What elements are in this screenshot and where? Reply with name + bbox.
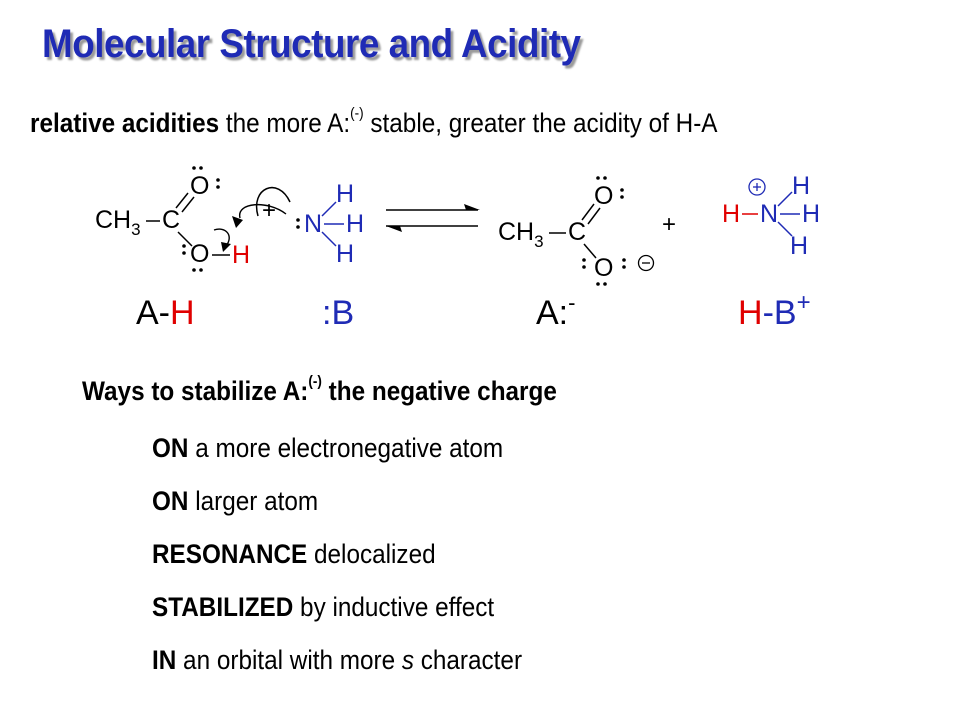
reaction-diagram: CH3 C O O H + N H H H xyxy=(95,166,820,332)
acetate-ion: CH3 C O O xyxy=(498,176,655,286)
label-base: :B xyxy=(322,294,354,332)
acetate-lone-pairs xyxy=(582,176,626,286)
positive-charge-icon xyxy=(748,178,766,196)
acetate-ch3: CH3 xyxy=(498,218,544,251)
ammonium-h-red: H xyxy=(722,200,740,228)
intro-text: the more A: xyxy=(219,108,351,138)
acid-ch3: CH3 xyxy=(95,206,141,239)
ways-charge: (-) xyxy=(308,373,322,390)
acid-carbon: C xyxy=(162,206,180,234)
ammonium-ion: H N H H H xyxy=(722,172,820,260)
list-item: STABILIZED by inductive effect xyxy=(152,592,495,622)
ammonium-h3: H xyxy=(790,232,808,260)
intro-text-after: stable, greater the acidity of H-A xyxy=(363,108,718,138)
intro-bold: relative acidities xyxy=(30,108,220,138)
label-conjugate-acid: H-B+ xyxy=(738,289,811,332)
list-item: IN an orbital with more s character xyxy=(152,645,523,675)
stabilization-list: ON a more electronegative atom ON larger… xyxy=(152,430,522,695)
label-conjugate-base: A:- xyxy=(536,290,575,332)
ammonia-h2: H xyxy=(346,210,364,238)
acetate-oxygen-bottom: O xyxy=(594,254,613,282)
equilibrium-arrows xyxy=(386,204,480,232)
slide-title: Molecular Structure and Acidity xyxy=(42,22,581,66)
acid-oxygen-top: O xyxy=(190,172,209,200)
ammonium-nitrogen: N xyxy=(760,200,778,228)
ways-heading: Ways to stabilize A:(-) the negative cha… xyxy=(82,373,557,407)
acetate-oxygen-top: O xyxy=(594,182,613,210)
ammonia: N H H H xyxy=(296,180,364,268)
ways-text: Ways to stabilize A: xyxy=(82,376,309,406)
plus-sign-2: + xyxy=(662,211,676,238)
list-item: RESONANCE delocalized xyxy=(152,539,436,569)
plus-sign-1: + xyxy=(262,197,276,224)
negative-charge-icon xyxy=(637,254,655,272)
ammonia-nitrogen: N xyxy=(304,210,322,238)
ammonia-h3: H xyxy=(336,240,354,268)
ammonia-h1: H xyxy=(336,180,354,208)
intro-charge: (-) xyxy=(350,105,364,122)
ammonium-h2: H xyxy=(802,200,820,228)
acetate-carbon: C xyxy=(568,218,586,246)
ways-text-after: the negative charge xyxy=(321,376,557,406)
intro-line: relative acidities the more A:(-) stable… xyxy=(30,105,718,139)
acid-hydrogen: H xyxy=(232,241,250,269)
list-item: ON a more electronegative atom xyxy=(152,433,504,463)
acetic-acid: CH3 C O O H xyxy=(95,166,291,272)
list-item: ON larger atom xyxy=(152,486,319,516)
acid-lone-pairs xyxy=(182,166,220,272)
acid-oxygen-bottom: O xyxy=(190,240,209,268)
ammonium-h1: H xyxy=(792,172,810,200)
label-acid: A-H xyxy=(136,294,195,332)
